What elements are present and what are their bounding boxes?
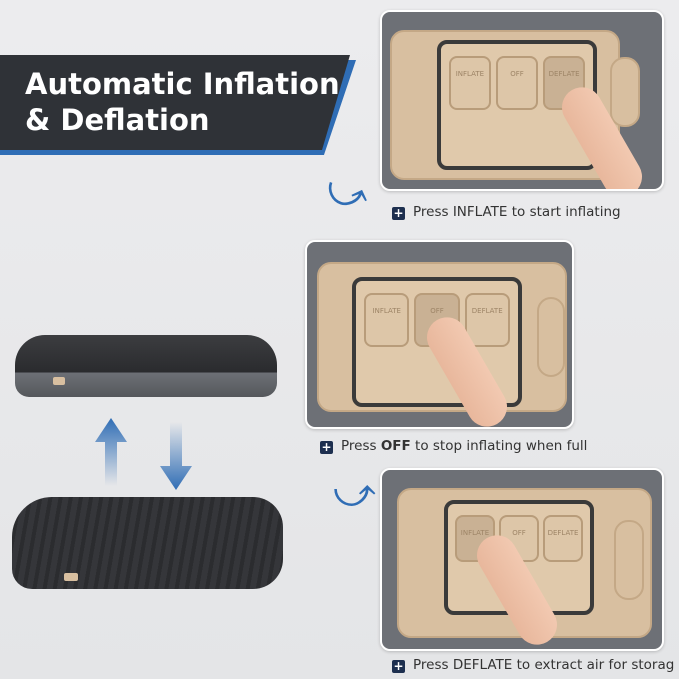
- inflate-button-image: INFLATE: [448, 56, 492, 110]
- headline-line-1: Automatic Inflation: [25, 67, 340, 101]
- caption-text: Press DEFLATE to extract air for storag: [413, 657, 675, 673]
- curved-arrow-icon: ⤺: [318, 169, 375, 227]
- deflated-mattress-image: [12, 497, 283, 589]
- step-2-photo: INFLATE OFF DEFLATE: [305, 240, 574, 429]
- headline: Automatic Inflation & Deflation: [25, 66, 340, 138]
- plus-square-icon: +: [392, 206, 405, 220]
- headline-banner: [0, 55, 350, 150]
- step-3-caption: + Press DEFLATE to extract air for storag: [392, 657, 674, 673]
- plus-square-icon: +: [320, 440, 333, 454]
- deflate-button-image: DEFLATE: [464, 293, 510, 347]
- inflated-mattress-image: [15, 335, 277, 397]
- deflate-button-image: DEFLATE: [543, 514, 583, 562]
- caption-text: Press: [341, 438, 381, 454]
- arrow-up-icon: [95, 418, 127, 486]
- step-3-photo: INFLATE OFF DEFLATE: [380, 468, 664, 651]
- step-1-caption: + Press INFLATE to start inflating: [392, 204, 621, 220]
- headline-line-2: & Deflation: [25, 103, 210, 137]
- step-1-photo: INFLATE OFF DEFLATE: [380, 10, 664, 191]
- off-button-image: OFF: [495, 56, 539, 110]
- caption-text: to stop inflating when full: [410, 438, 588, 454]
- caption-text: Press INFLATE to start inflating: [413, 204, 621, 220]
- caption-bold-text: OFF: [380, 438, 411, 454]
- curved-arrow-icon: ⤻: [333, 470, 376, 516]
- plus-square-icon: +: [392, 659, 405, 673]
- step-2-caption: + Press OFF to stop inflating when full: [320, 438, 587, 454]
- arrow-down-icon: [160, 422, 192, 490]
- inflate-button-image: INFLATE: [364, 293, 410, 347]
